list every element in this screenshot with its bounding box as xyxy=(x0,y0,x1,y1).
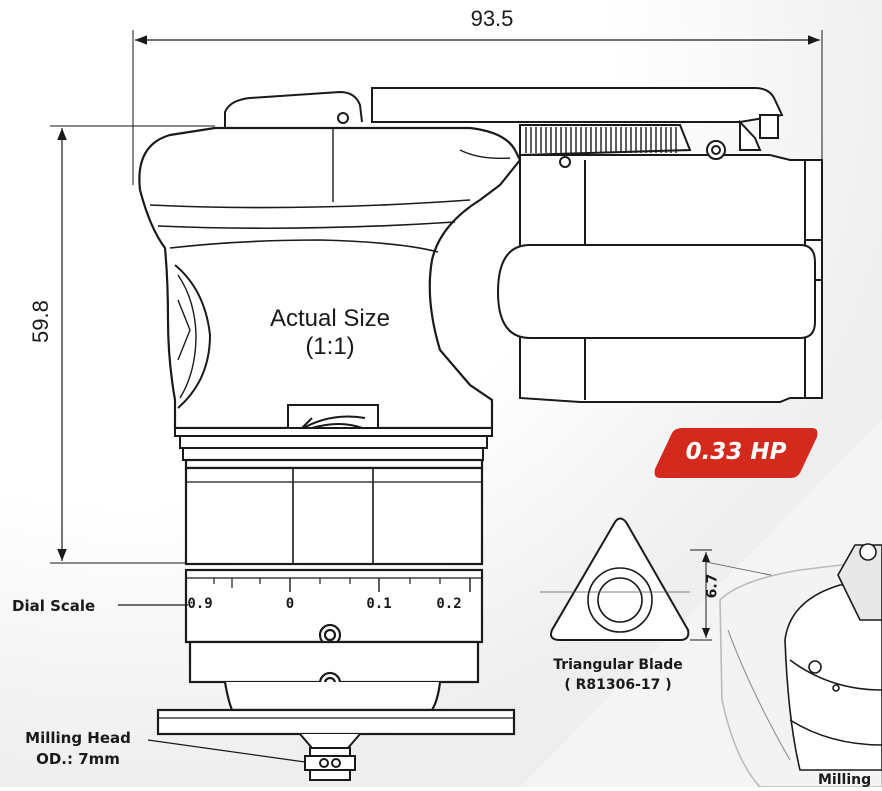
height-dimension xyxy=(50,125,215,564)
blade-line2: ( R81306-17 ) xyxy=(564,677,672,693)
milling-head-line1: Milling Head xyxy=(25,729,131,747)
height-dimension-label: 59.8 xyxy=(28,300,53,343)
blade-line1: Triangular Blade xyxy=(553,657,683,673)
actual-size-label: Actual Size (1:1) xyxy=(270,305,390,361)
milling-head-line2: OD.: 7mm xyxy=(36,750,120,768)
head-body xyxy=(138,126,522,430)
knurled-collar xyxy=(519,124,726,168)
width-dimension-label: 93.5 xyxy=(470,6,514,31)
milling-head-render xyxy=(719,543,882,788)
dial-tick-label: 0 xyxy=(285,596,295,612)
milling-head-label: Milling Head OD.: 7mm xyxy=(25,728,131,770)
top-lever xyxy=(224,87,784,151)
dial-scale-label: Dial Scale xyxy=(12,597,96,615)
motor-housing xyxy=(496,154,823,403)
dial-tick-label: 0.9 xyxy=(187,596,213,612)
milling-cutoff-label: Milling xyxy=(818,772,872,788)
actual-size-line2: (1:1) xyxy=(305,333,355,360)
dial-tick-label: 0.2 xyxy=(436,596,462,612)
milling-leader-line xyxy=(147,739,306,763)
dial-ring xyxy=(184,568,484,647)
collar-rings xyxy=(174,427,493,461)
actual-size-line1: Actual Size xyxy=(269,305,391,332)
hp-badge xyxy=(654,428,818,478)
blade-dimension-label: 6.7 xyxy=(704,573,721,599)
milling-head xyxy=(299,733,361,781)
dial-tick-label: 0.1 xyxy=(366,596,392,612)
width-dimension xyxy=(132,30,823,185)
blade-label: Triangular Blade ( R81306-17 ) xyxy=(553,655,683,695)
hex-nut xyxy=(184,458,484,566)
hp-badge-text: 0.33 HP xyxy=(685,439,787,465)
